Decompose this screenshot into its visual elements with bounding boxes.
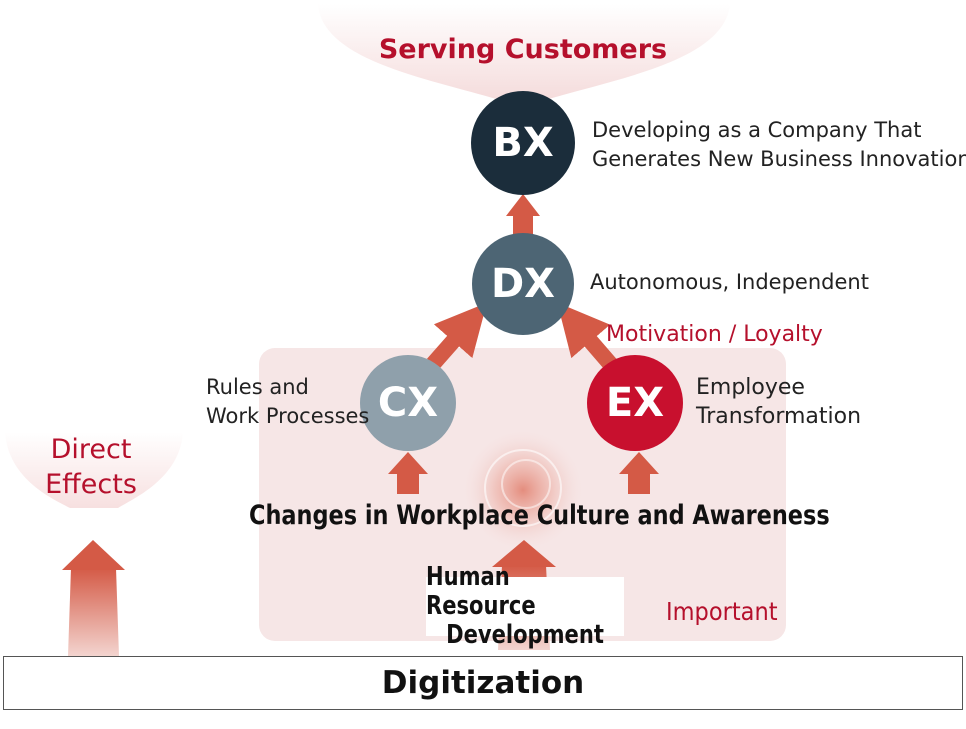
arrow-culture-to-ex xyxy=(619,452,659,494)
ex-desc-line1: Employee xyxy=(696,375,805,400)
serving-customers-title: Serving Customers xyxy=(378,34,668,65)
important-label: Important xyxy=(666,597,778,626)
motivation-label: Motivation / Loyalty xyxy=(606,322,823,347)
arrow-cx-to-dx xyxy=(426,302,487,370)
hrd-line1: Human Resource xyxy=(426,562,536,621)
direct-effects-label: Direct Effects xyxy=(10,432,172,502)
direct-effects-line2: Effects xyxy=(45,469,137,500)
dx-label: DX xyxy=(490,261,556,307)
arrow-culture-to-cx xyxy=(388,452,428,494)
cx-label: CX xyxy=(377,380,439,426)
ex-label: EX xyxy=(605,380,665,426)
ex-circle: EX xyxy=(587,355,683,451)
arrow-direct-effects xyxy=(62,540,125,656)
bx-desc-line1: Developing as a Company That xyxy=(592,118,922,142)
top-funnel-shape xyxy=(318,4,730,100)
culture-heading: Changes in Workplace Culture and Awarene… xyxy=(249,500,830,531)
digitization-label: Digitization xyxy=(381,665,585,701)
arrow-ex-to-dx xyxy=(557,302,619,372)
dx-description: Autonomous, Independent xyxy=(590,270,869,294)
digitization-bar: Digitization xyxy=(3,656,963,710)
arrow-dx-to-bx xyxy=(506,194,540,235)
swirl-glow xyxy=(461,428,585,552)
bx-description: Developing as a Company That Generates N… xyxy=(592,116,966,174)
cx-circle: CX xyxy=(360,355,456,451)
left-funnel-shape xyxy=(5,432,183,508)
dx-circle: DX xyxy=(472,233,574,335)
hrd-line2: Development xyxy=(446,620,604,650)
bx-circle: BX xyxy=(471,91,575,195)
ex-description: Employee Transformation xyxy=(696,373,861,431)
bx-label: BX xyxy=(492,120,554,166)
bx-desc-line2: Generates New Business Innovations xyxy=(592,147,966,171)
direct-effects-line1: Direct xyxy=(50,434,132,465)
cx-description: Rules and Work Processes xyxy=(206,373,369,431)
ex-desc-line2: Transformation xyxy=(696,404,862,429)
cx-desc-line2: Work Processes xyxy=(206,404,370,428)
hrd-box: Human Resource Development xyxy=(426,563,624,650)
cx-desc-line1: Rules and xyxy=(206,375,309,399)
